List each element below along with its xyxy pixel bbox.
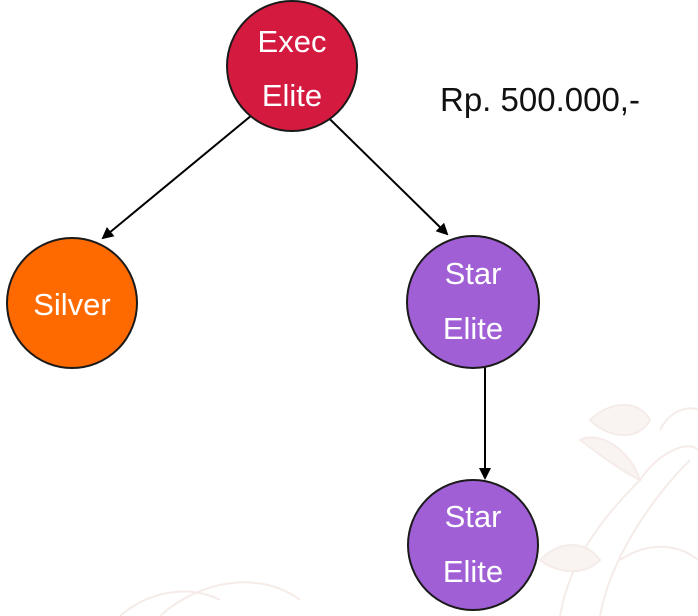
node-star-elite-2-line1: Star — [445, 499, 502, 534]
node-star-elite-2-circle — [407, 479, 539, 611]
floral-watermark-decoration — [119, 404, 698, 616]
node-silver-circle — [6, 237, 138, 369]
node-star-elite-2-line2: Elite — [443, 554, 503, 589]
node-exec-elite-line2: Elite — [262, 78, 322, 113]
node-exec-elite: Exec Elite — [226, 0, 358, 132]
node-star-elite-1-line2: Elite — [443, 311, 503, 346]
node-exec-elite-line1: Exec — [258, 24, 327, 59]
node-star-elite-1-line1: Star — [445, 256, 502, 291]
price-label: Rp. 500.000,- — [440, 81, 640, 118]
node-exec-elite-circle — [226, 0, 358, 132]
node-star-elite-1: Star Elite — [406, 235, 540, 369]
node-silver: Silver — [6, 237, 138, 369]
node-star-elite-1-circle — [406, 235, 540, 369]
node-silver-label: Silver — [33, 287, 111, 322]
node-star-elite-2: Star Elite — [407, 479, 539, 611]
